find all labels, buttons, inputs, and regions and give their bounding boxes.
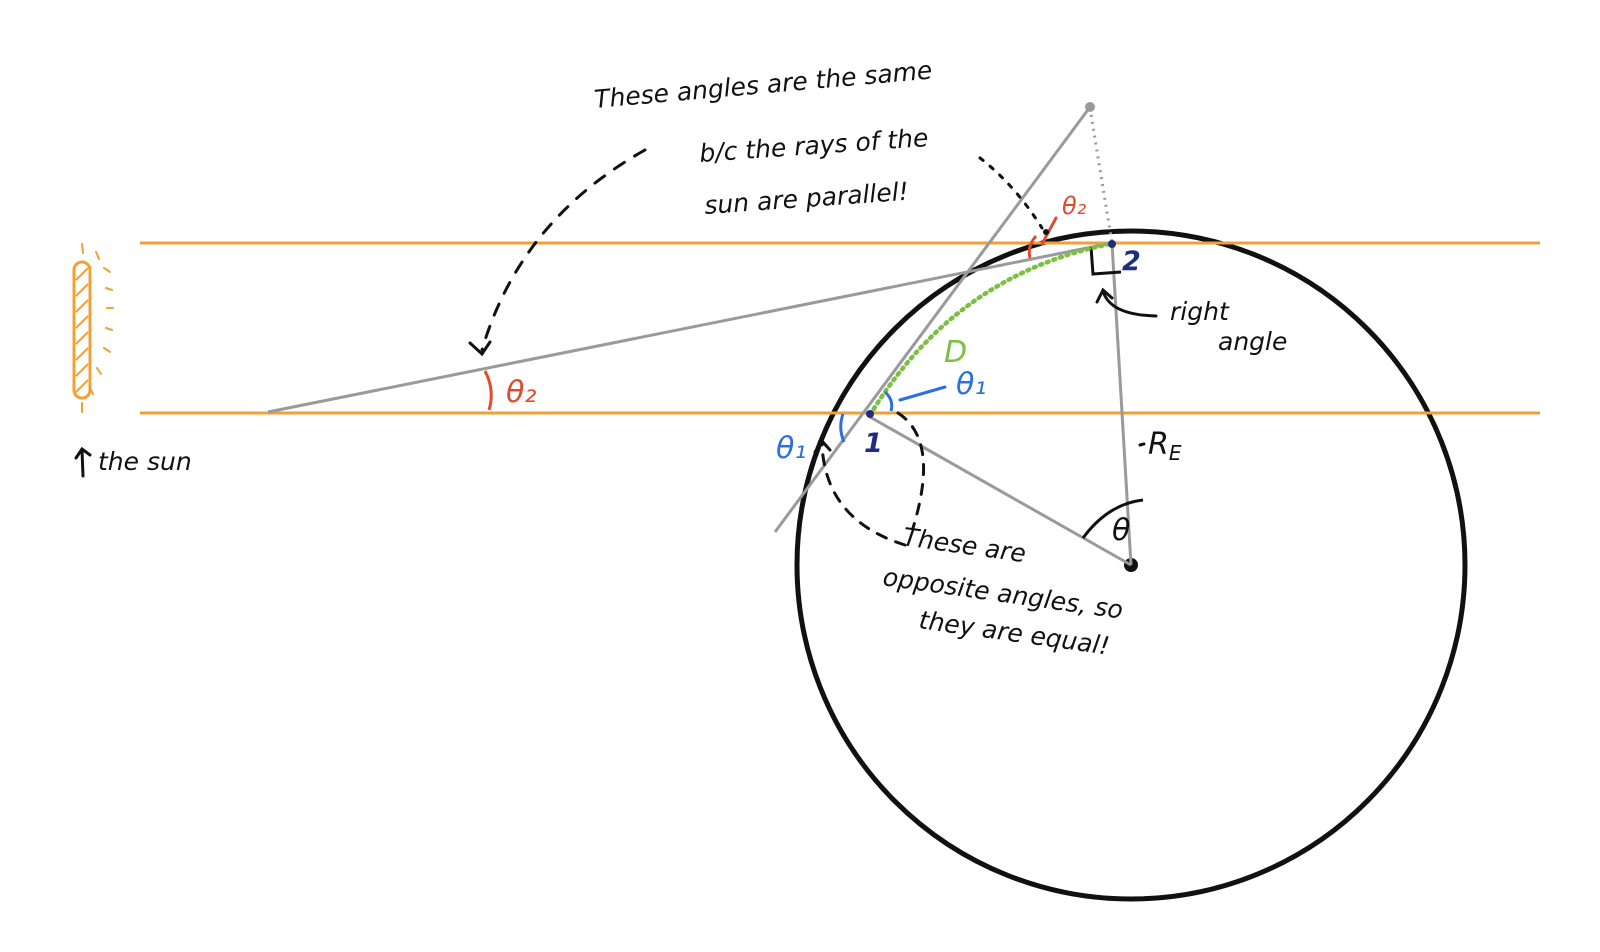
right-angle-marker-icon bbox=[1089, 246, 1122, 276]
central-angle-arc bbox=[1081, 498, 1144, 539]
theta2-angle-arc-left bbox=[483, 370, 493, 411]
theta2-label-top: θ₂ bbox=[1062, 192, 1087, 220]
svg-text:These angles are the same: These angles are the same bbox=[593, 56, 933, 114]
arc-distance-label: D bbox=[944, 335, 967, 370]
svg-text:These are: These are bbox=[901, 522, 1028, 568]
svg-text:b/c the rays of the: b/c the rays of the bbox=[698, 123, 929, 168]
point-2-label: 2 bbox=[1122, 246, 1141, 277]
earth-circle bbox=[794, 228, 1468, 902]
theta2-label-left: θ₂ bbox=[506, 375, 536, 410]
note-parallel-arrowhead-left bbox=[468, 340, 492, 357]
theta2-angle-arc-top bbox=[1027, 234, 1038, 259]
theta1-label-lower: θ₁ bbox=[776, 431, 806, 466]
central-angle-label: θ bbox=[1112, 513, 1130, 548]
radius-line-point-2 bbox=[1110, 242, 1133, 566]
svg-text:right: right bbox=[1170, 297, 1230, 326]
sun-icon bbox=[72, 243, 114, 413]
note-opposite: These are opposite angles, so they are e… bbox=[881, 522, 1125, 660]
note-parallel-arrow-right bbox=[978, 156, 1044, 230]
slanted-ray-line bbox=[267, 241, 1113, 414]
point-2-marker bbox=[1108, 240, 1116, 248]
svg-text:opposite angles, so: opposite angles, so bbox=[881, 562, 1125, 624]
sun-caption: the sun bbox=[98, 447, 192, 476]
arc-distance-d bbox=[867, 241, 1113, 418]
tangent-apex-dot bbox=[1085, 102, 1095, 112]
note-right-angle-arrow bbox=[1095, 287, 1158, 318]
note-right-angle: right angle bbox=[1170, 297, 1287, 356]
theta1-angle-arc-lower bbox=[839, 413, 846, 443]
radius-line-point-1 bbox=[869, 415, 1132, 567]
point-1-label: 1 bbox=[864, 428, 883, 459]
earth-radius-label: RE bbox=[1148, 427, 1182, 465]
note-parallel-arrow-left bbox=[480, 148, 647, 352]
radius-extension-dotted bbox=[1088, 107, 1114, 244]
note-opposite-arrow-right bbox=[896, 411, 926, 530]
theta1-label-upper: θ₁ bbox=[956, 367, 986, 402]
note-opposite-arrowhead bbox=[813, 438, 832, 454]
svg-text:angle: angle bbox=[1218, 327, 1287, 356]
svg-text:sun are parallel!: sun are parallel! bbox=[703, 177, 909, 220]
note-opposite-arrow-left bbox=[820, 442, 907, 547]
radius-label-tick bbox=[1138, 442, 1146, 447]
theta1-angle-arc-upper bbox=[883, 390, 894, 412]
theta2-pointer bbox=[1040, 216, 1058, 246]
note-parallel-target-dot bbox=[1043, 229, 1049, 235]
tangent-line bbox=[773, 106, 1092, 533]
theta1-pointer bbox=[898, 385, 947, 402]
note-parallel: These angles are the same b/c the rays o… bbox=[593, 56, 933, 220]
sun-pointer-arrow-icon bbox=[74, 446, 92, 478]
point-1-marker bbox=[866, 410, 874, 418]
